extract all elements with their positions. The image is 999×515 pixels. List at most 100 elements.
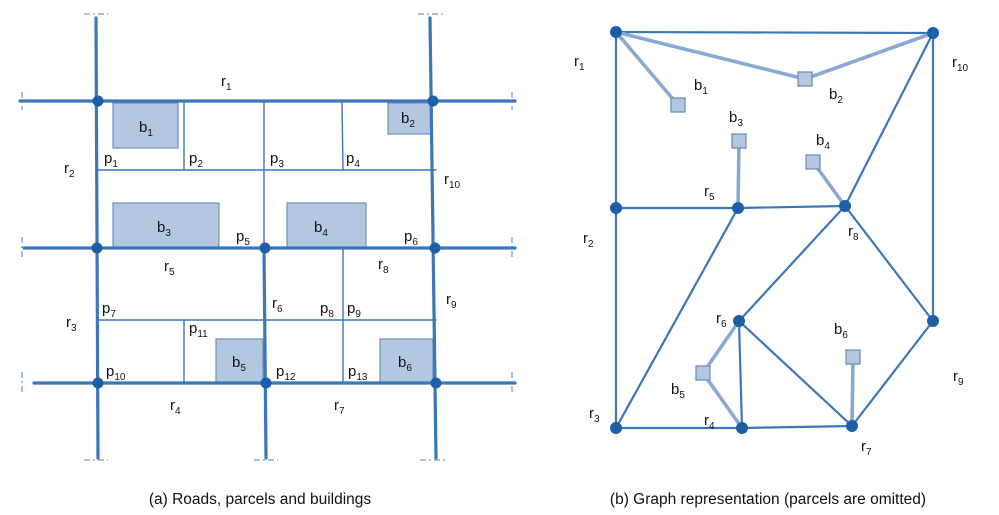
parcel-label-p4: p4 xyxy=(346,150,360,170)
b-road-edges xyxy=(614,30,935,430)
a-intersections xyxy=(91,95,442,389)
edge-r8-r9 xyxy=(843,204,935,323)
graph-road-label-r4: r4 xyxy=(704,412,715,432)
edge-r5-r3 xyxy=(614,206,740,430)
a-buildings xyxy=(112,102,434,384)
parcel-label-p5: p5 xyxy=(236,228,250,248)
building-label-b3: b3 xyxy=(157,219,171,239)
graph-road-label-r9: r9 xyxy=(953,368,964,388)
graph-road-label-r8: r8 xyxy=(848,223,859,243)
building-node-b6 xyxy=(845,349,861,365)
graph-building-label-b4: b4 xyxy=(816,132,830,152)
edge-r8-r10 xyxy=(843,31,935,208)
edge-r1-r10 xyxy=(614,30,935,35)
graph-road-label-r5: r5 xyxy=(704,183,715,203)
link-r1-b1 xyxy=(614,30,680,107)
road-label-r10: r10 xyxy=(444,171,461,191)
link-r4-b5 xyxy=(701,371,744,430)
parcel-label-p3: p3 xyxy=(270,150,284,170)
graph-road-label-r2: r2 xyxy=(583,230,594,250)
building-footprint xyxy=(112,102,179,149)
road-node-r6 xyxy=(733,315,745,327)
building-node-b3 xyxy=(731,133,747,149)
link-r7-b6 xyxy=(850,355,855,428)
parcel-label-p1: p1 xyxy=(104,150,118,170)
parcel-label-p10: p10 xyxy=(106,363,126,383)
road-node-r8 xyxy=(839,200,851,212)
edge-r8-r6 xyxy=(737,204,847,323)
building-node-b5 xyxy=(695,365,711,381)
intersection-node xyxy=(429,242,441,254)
building-node-b2 xyxy=(797,71,813,87)
building-footprint xyxy=(286,202,367,249)
road-node-r7 xyxy=(846,420,858,432)
road-node-r4 xyxy=(736,422,748,434)
road-label-r9: r9 xyxy=(446,291,457,311)
parcel-label-p2: p2 xyxy=(189,150,203,170)
link-r6-b5 xyxy=(701,319,741,375)
graph-road-label-r3: r3 xyxy=(589,405,600,425)
building-label-b5: b5 xyxy=(232,354,246,374)
road-r2-r3 xyxy=(94,16,100,460)
b-road-nodes xyxy=(610,26,939,434)
graph-building-label-b2: b2 xyxy=(829,86,843,106)
intersection-node xyxy=(259,242,271,254)
road-label-r3: r3 xyxy=(66,314,77,334)
road-label-r7: r7 xyxy=(334,397,345,417)
building-label-b1: b1 xyxy=(139,119,153,139)
building-footprint xyxy=(379,338,434,384)
parcel-label-p9: p9 xyxy=(347,300,361,320)
link-r5-b3 xyxy=(736,139,741,210)
graph-road-label-r10: r10 xyxy=(952,54,969,74)
parcel-label-p13: p13 xyxy=(348,363,368,383)
parcel-label-p7: p7 xyxy=(102,300,116,320)
caption-a: (a) Roads, parcels and buildings xyxy=(149,491,372,508)
edge-r6-r7 xyxy=(737,319,854,428)
building-footprint xyxy=(387,102,433,135)
road-label-r8: r8 xyxy=(378,256,389,276)
edge-r6-r4 xyxy=(737,319,744,430)
graph-road-label-r7: r7 xyxy=(861,438,872,458)
b-building-nodes xyxy=(670,71,861,381)
road-label-r2: r2 xyxy=(64,160,75,180)
b-building-links xyxy=(614,30,935,430)
graph-building-label-b3: b3 xyxy=(729,109,743,129)
building-footprint xyxy=(112,202,220,249)
graph-road-label-r1: r1 xyxy=(574,53,585,73)
road-label-r4: r4 xyxy=(170,397,181,417)
parcel-label-p6: p6 xyxy=(404,228,418,248)
link-r1-b2 xyxy=(614,30,807,81)
edge-r7-r9 xyxy=(850,319,935,428)
road-label-r6: r6 xyxy=(272,295,283,315)
building-node-b4 xyxy=(805,154,821,170)
intersection-node xyxy=(91,242,103,254)
building-label-b4: b4 xyxy=(314,219,328,239)
edge-r5-r8 xyxy=(736,204,847,210)
road-node-r3 xyxy=(610,422,622,434)
road-node-r1 xyxy=(610,26,622,38)
parcel-boundary xyxy=(341,100,344,171)
building-label-b2: b2 xyxy=(401,110,415,130)
road-node-r9 xyxy=(927,315,939,327)
graph-building-label-b6: b6 xyxy=(834,321,848,341)
link-r10-b2 xyxy=(803,31,935,81)
graph-building-label-b1: b1 xyxy=(694,77,708,97)
road-label-r5: r5 xyxy=(164,258,175,278)
edge-r4-r7 xyxy=(740,424,854,430)
intersection-node xyxy=(92,95,104,107)
graph-building-label-b5: b5 xyxy=(671,381,685,401)
road-node-r5 xyxy=(732,202,744,214)
panel-a-road-map: r1 r2 r3 r4 r5 r6 r7 r8 r9 r10 p1 p2 p3 p4 p5 p6 p7 p8 p9 p… xyxy=(18,13,517,461)
building-node-b1 xyxy=(670,97,686,113)
road-node-r2 xyxy=(610,202,622,214)
intersection-node xyxy=(427,95,439,107)
intersection-node xyxy=(430,377,442,389)
a-parcel-boundaries xyxy=(97,100,437,384)
parcel-label-p8: p8 xyxy=(320,300,334,320)
a-labels: r1 r2 r3 r4 r5 r6 r7 r8 r9 r10 p1 p2 p3 p4 p5 p6 p7 p8 p9 p… xyxy=(64,73,461,417)
road-label-r1: r1 xyxy=(221,73,232,93)
road-node-r10 xyxy=(927,27,939,39)
